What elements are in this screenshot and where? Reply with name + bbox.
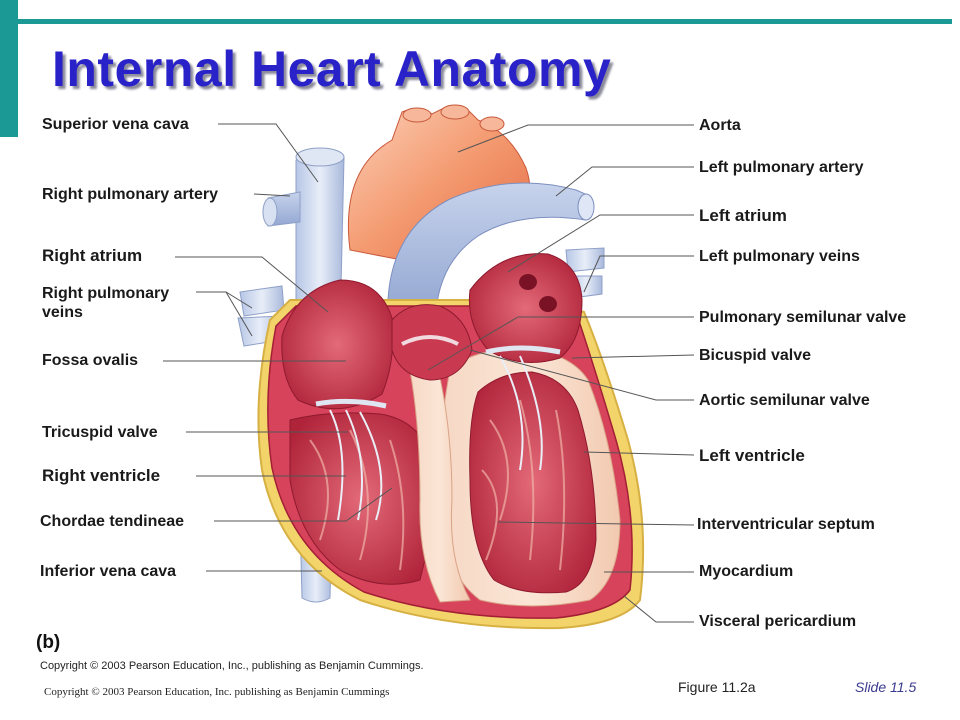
label-right-ventricle: Right ventricle	[42, 466, 161, 485]
slide-number: Slide 11.5	[855, 679, 917, 695]
label-aortic-semilunar-valve: Aortic semilunar valve	[699, 392, 870, 409]
label-pulmonary-semilunar-valve: Pulmonary semilunar valve	[699, 309, 907, 326]
label-bicuspid-valve: Bicuspid valve	[699, 347, 812, 364]
label-inferior-vena-cava: Inferior vena cava	[40, 563, 177, 580]
label-right-pulmonary-veins-line1: Right pulmonary	[42, 285, 170, 302]
label-right-atrium: Right atrium	[42, 246, 143, 265]
slide-title: Internal Heart Anatomy	[52, 41, 612, 97]
label-left-atrium: Left atrium	[699, 206, 787, 225]
label-left-ventricle: Left ventricle	[699, 446, 805, 465]
label-left-pulmonary-veins: Left pulmonary veins	[699, 248, 860, 265]
footer-copyright: Copyright © 2003 Pearson Education, Inc.…	[44, 686, 390, 698]
label-myocardium: Myocardium	[699, 563, 794, 580]
figure-copyright: Copyright © 2003 Pearson Education, Inc.…	[40, 660, 424, 672]
label-chordae-tendineae: Chordae tendineae	[40, 513, 185, 530]
label-aorta: Aorta	[699, 117, 741, 134]
label-visceral-pericardium: Visceral pericardium	[699, 613, 857, 630]
label-interventricular-septum: Interventricular septum	[697, 516, 875, 533]
accent-bar-left	[0, 0, 18, 137]
label-right-pulmonary-artery: Right pulmonary artery	[42, 186, 219, 203]
label-tricuspid-valve: Tricuspid valve	[42, 424, 158, 441]
accent-bar-top	[18, 19, 952, 24]
label-superior-vena-cava: Superior vena cava	[42, 116, 189, 133]
label-fossa-ovalis: Fossa ovalis	[42, 352, 139, 369]
label-right-pulmonary-veins-line2: veins	[42, 304, 83, 321]
pulmonary-artery-shape	[387, 182, 595, 313]
figure-reference: Figure 11.2a	[678, 679, 756, 695]
label-left-pulmonary-artery: Left pulmonary artery	[699, 159, 864, 176]
panel-label: (b)	[36, 632, 61, 653]
